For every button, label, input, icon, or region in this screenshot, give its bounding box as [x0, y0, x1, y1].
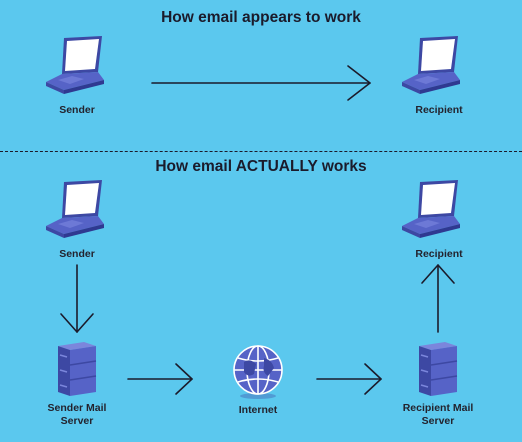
globe-icon: [233, 345, 283, 399]
arrow-server-to-internet: [127, 363, 193, 395]
sender-mail-server-label: Sender Mail Server: [28, 402, 126, 428]
recipient-server-line2: Server: [421, 415, 455, 427]
sender-server-line1: Sender Mail: [47, 402, 107, 414]
laptop-icon: [46, 36, 104, 94]
appears-heading: How email appears to work: [161, 9, 361, 26]
server-icon: [58, 342, 97, 396]
laptop-icon: [402, 36, 460, 94]
arrow-up-to-recipient: [421, 264, 455, 333]
sender-label-bottom: Sender: [59, 248, 95, 260]
sender-label-top: Sender: [59, 104, 95, 116]
actually-heading: How email ACTUALLY works: [155, 158, 367, 175]
arrow-sender-down: [60, 264, 94, 333]
arrow-internet-to-server: [316, 363, 382, 395]
recipient-label-bottom: Recipient: [415, 248, 463, 260]
recipient-mail-server-label: Recipient Mail Server: [382, 402, 494, 428]
recipient-server-line1: Recipient Mail: [402, 402, 474, 414]
recipient-label-top: Recipient: [415, 104, 463, 116]
internet-label: Internet: [238, 404, 278, 416]
arrow-sender-to-recipient: [151, 65, 371, 101]
laptop-icon: [402, 180, 460, 238]
sender-server-line2: Server: [60, 415, 94, 427]
server-icon: [419, 342, 458, 396]
laptop-icon: [46, 180, 104, 238]
section-divider: [0, 151, 522, 152]
